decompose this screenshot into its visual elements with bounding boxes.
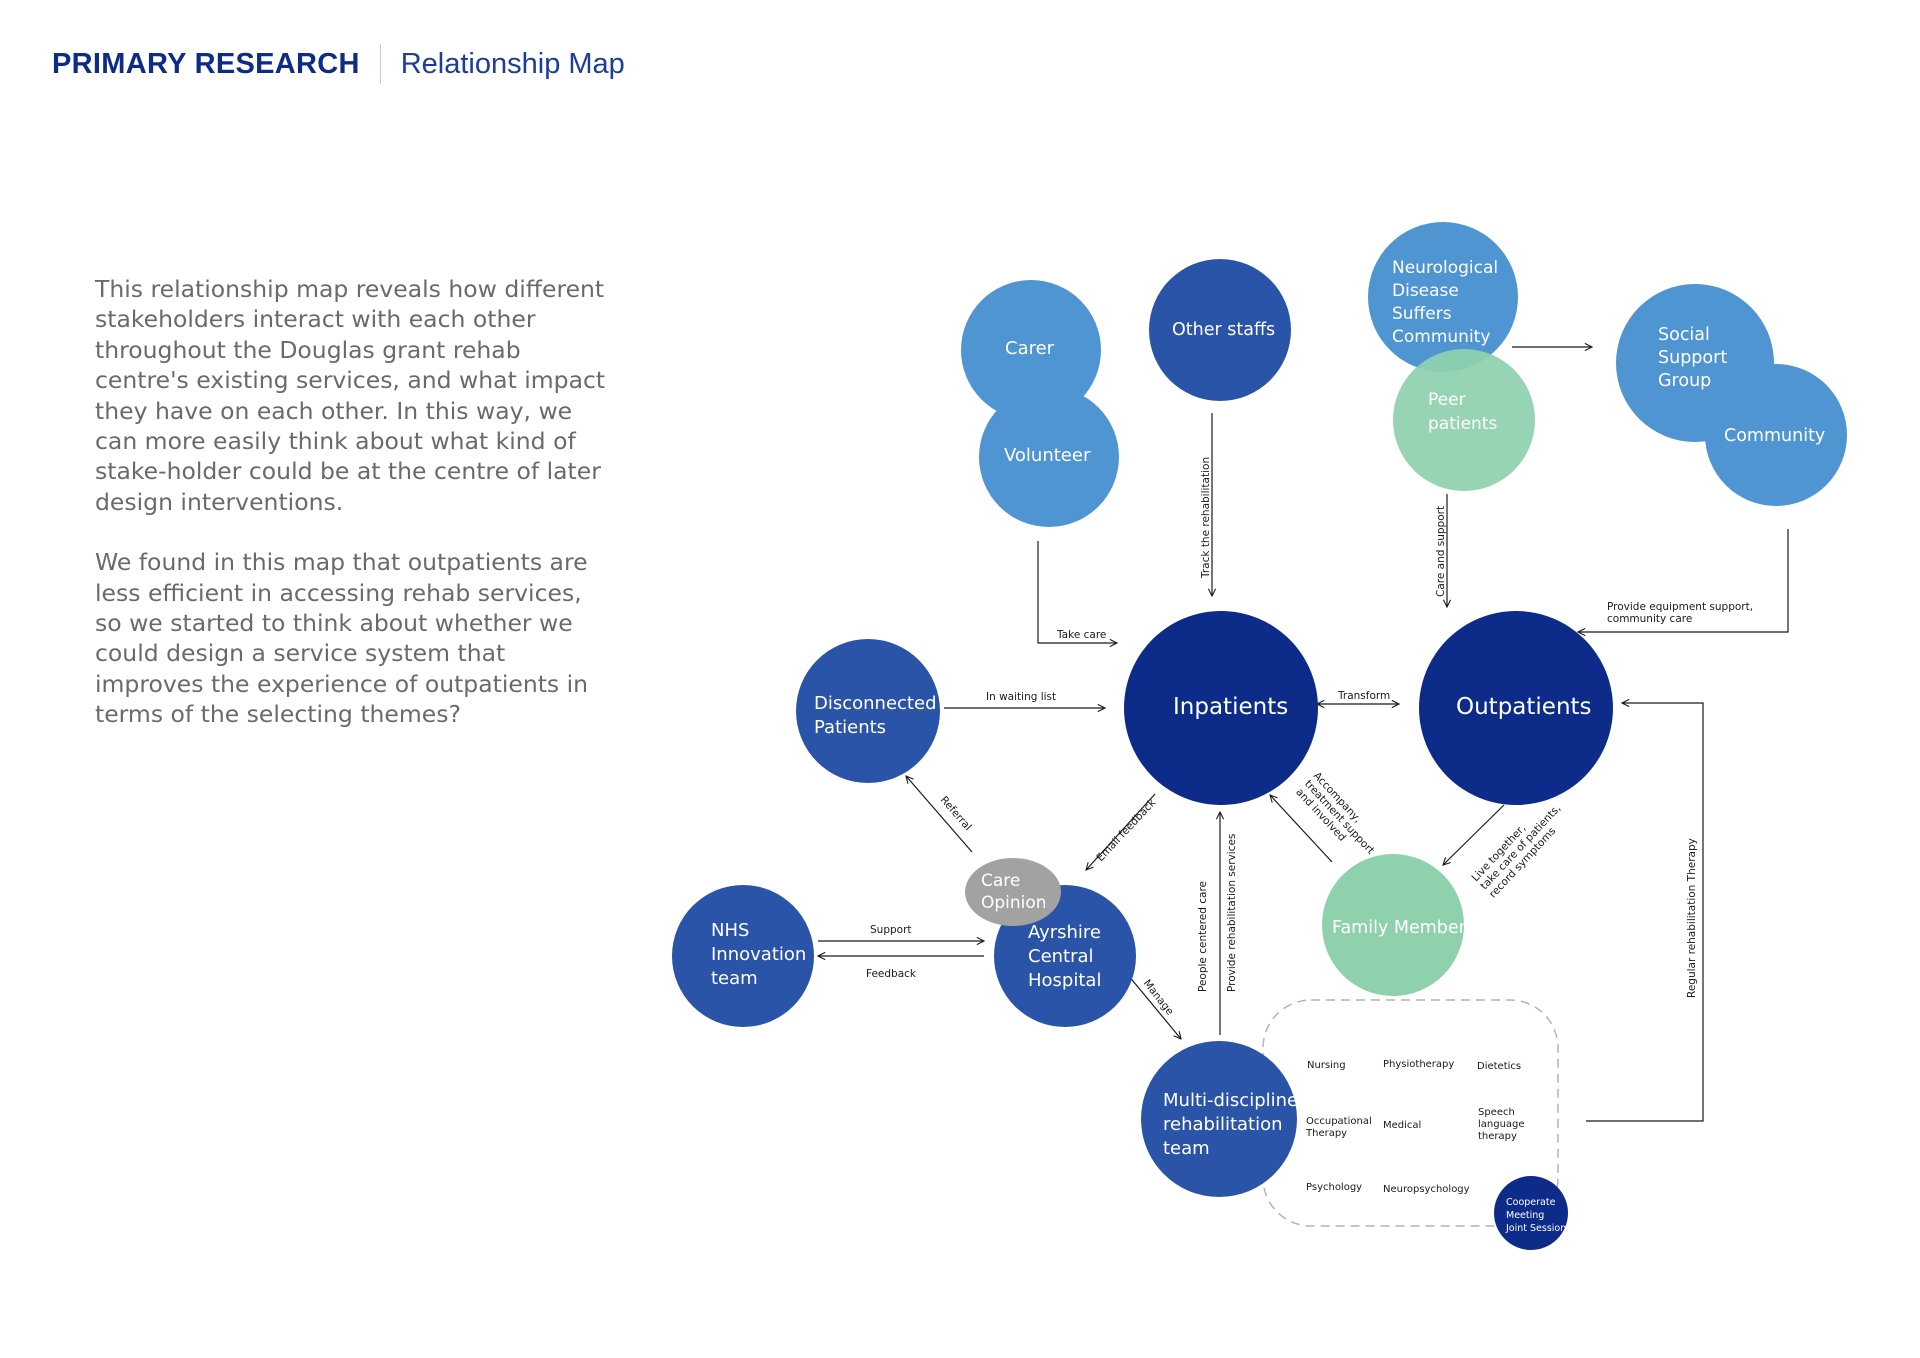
mdt-label: Multi-discipline rehabilitation team — [1163, 1090, 1304, 1159]
volunteer-label: Volunteer — [1004, 445, 1091, 466]
accompany-label: Accompany, treatment support and involve… — [1293, 770, 1387, 867]
page-title: PRIMARY RESEARCH — [52, 47, 360, 80]
equipment-label: Provide equipment support, community car… — [1607, 601, 1756, 625]
inpatients-node — [1124, 611, 1318, 805]
care-support-label: Care and support — [1435, 506, 1447, 597]
nhs-node — [672, 885, 814, 1027]
edge-referral — [906, 776, 973, 853]
mdt-node — [1141, 1041, 1297, 1197]
other-staffs-node — [1149, 259, 1291, 401]
waiting-label: In waiting list — [986, 691, 1056, 703]
outpatients-label: Outpatients — [1456, 694, 1592, 720]
transform-label: Transform — [1337, 690, 1390, 702]
care-opinion-node — [965, 858, 1061, 926]
volunteer-node — [979, 387, 1119, 527]
team-dietetics: Dietetics — [1477, 1061, 1521, 1072]
other-staffs-label: Other staffs — [1172, 320, 1275, 340]
edge-equipment — [1578, 529, 1789, 632]
nhs-label: NHS Innovation team — [711, 920, 812, 989]
referral-label: Referral — [938, 794, 974, 833]
intro-text: This relationship map reveals how differ… — [95, 274, 615, 760]
provide-rehab-label: Provide rehabilitation services — [1226, 834, 1238, 992]
team-nursing: Nursing — [1307, 1060, 1346, 1071]
intro-paragraph-1: This relationship map reveals how differ… — [95, 275, 606, 516]
page-header: PRIMARY RESEARCH Relationship Map — [52, 44, 625, 84]
team-neuropsychology: Neuropsychology — [1383, 1184, 1470, 1195]
regular-therapy-label: Regular rehabilitation Therapy — [1686, 838, 1698, 998]
edge-regular-therapy — [1586, 703, 1704, 1122]
track-label: Track the rehabilitation — [1200, 457, 1212, 579]
edge-manage — [1127, 974, 1181, 1039]
team-physiotherapy: Physiotherapy — [1383, 1059, 1454, 1070]
intro-paragraph-2: We found in this map that outpatients ar… — [95, 548, 589, 729]
page-subtitle: Relationship Map — [400, 47, 625, 80]
ayrshire-label: Ayrshire Central Hospital — [1028, 922, 1107, 991]
live-together-label: Live together, take care of patients, re… — [1469, 792, 1574, 901]
community-node — [1705, 364, 1847, 506]
team-speech: Speech language therapy — [1478, 1107, 1528, 1142]
social-label: Social Support Group — [1658, 325, 1733, 391]
email-feedback-label: Email feedback — [1094, 796, 1158, 864]
carer-label: Carer — [1005, 338, 1055, 359]
team-medical: Medical — [1383, 1120, 1421, 1131]
feedback-label: Feedback — [866, 968, 917, 980]
take-care-label: Take care — [1056, 629, 1106, 641]
disconnected-node — [796, 639, 940, 783]
carer-node — [961, 280, 1101, 420]
edge-take-care — [1037, 541, 1117, 643]
peer-label: Peer patients — [1428, 390, 1497, 434]
coop-node — [1494, 1176, 1568, 1250]
peer-node — [1393, 349, 1535, 491]
outpatients-node — [1419, 611, 1613, 805]
edge-email-feedback — [1086, 793, 1156, 870]
neuro-label: Neurological Disease Suffers Community — [1392, 258, 1504, 347]
people-centered-label: People centered care — [1197, 881, 1209, 992]
support-label: Support — [870, 924, 912, 936]
neuro-node — [1368, 222, 1518, 372]
care-opinion-label: Care Opinion — [981, 871, 1047, 913]
coop-label: Cooperate Meeting Joint Session — [1505, 1197, 1566, 1234]
community-label: Community — [1724, 426, 1825, 446]
edge-live-together — [1443, 804, 1505, 865]
family-node — [1322, 854, 1464, 996]
family-label: Family Member — [1332, 918, 1467, 938]
disconnected-label: Disconnected Patients — [814, 693, 942, 738]
header-divider — [379, 44, 381, 84]
team-occupational: Occupational Therapy — [1305, 1116, 1375, 1139]
team-psychology: Psychology — [1306, 1182, 1362, 1193]
edge-accompany — [1270, 795, 1333, 863]
inpatients-label: Inpatients — [1173, 694, 1288, 720]
